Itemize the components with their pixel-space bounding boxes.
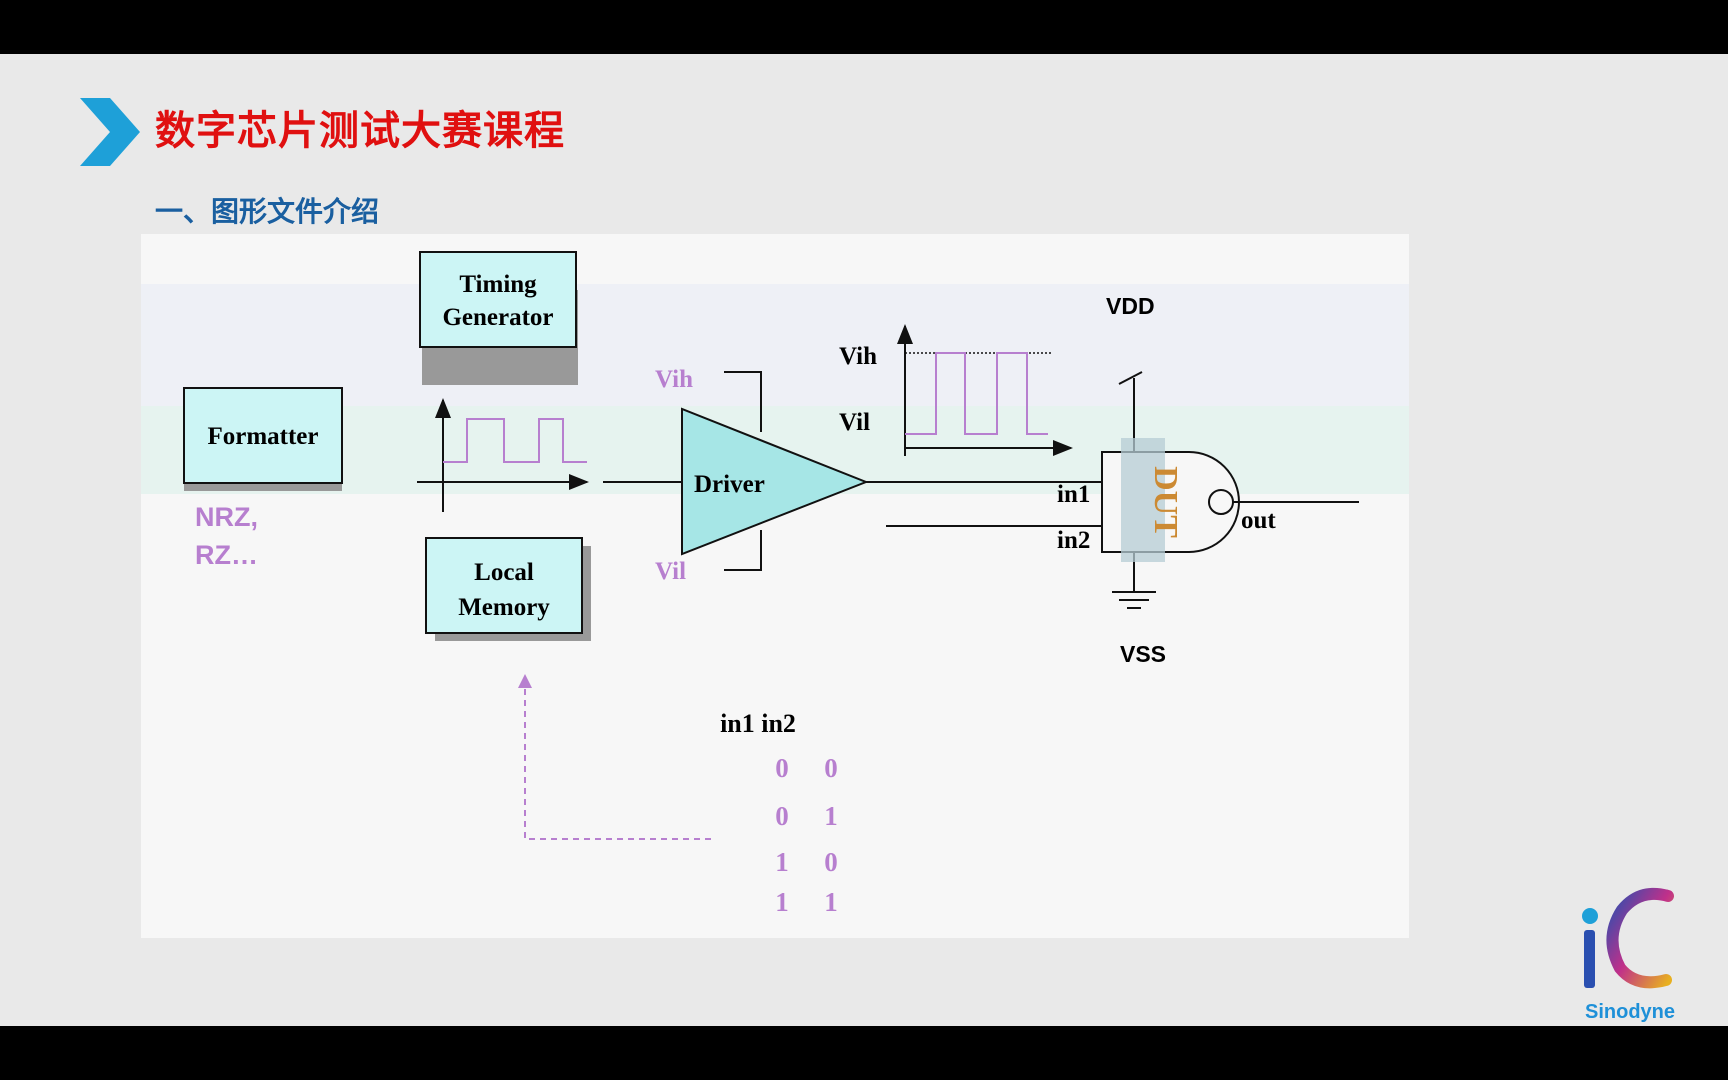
truth-cell: 1: [775, 847, 789, 877]
dut-label: DUT: [1147, 466, 1184, 538]
ground-icon: [1112, 591, 1156, 609]
vss-label: VSS: [1120, 641, 1166, 667]
truth-cell: 1: [824, 801, 838, 831]
background-band: [141, 284, 1409, 406]
vih-left-label: Vih: [655, 366, 693, 393]
slide-title: 数字芯片测试大赛课程: [155, 108, 565, 154]
truth-cell: 1: [775, 887, 789, 917]
logo-text: Sinodyne: [1585, 1001, 1675, 1023]
formatter-block: Formatter: [183, 387, 343, 491]
truth-cell: 1: [824, 887, 838, 917]
vdd-label: VDD: [1106, 293, 1155, 319]
slide-subtitle: 一、图形文件介绍: [155, 195, 380, 228]
arrow-up-icon: [518, 674, 532, 688]
vil-left-label: Vil: [655, 558, 686, 585]
dut-nand-gate: DUT: [1101, 438, 1240, 562]
timing-generator-block: Timing Generator: [419, 251, 578, 385]
ate-diagram: Timing Generator Formatter NRZ, RZ… Loca…: [141, 234, 1409, 938]
driver-output-waveform: [897, 324, 1073, 456]
truth-cell: 0: [775, 801, 789, 831]
timing-label-line1: Timing: [459, 271, 537, 298]
slide: 数字芯片测试大赛课程 一、图形文件介绍 Timing Generator: [0, 54, 1728, 1026]
formatter-label: Formatter: [207, 423, 318, 450]
rz-label: RZ…: [195, 540, 258, 570]
driver-label: Driver: [694, 471, 765, 498]
local-label-line2: Memory: [458, 594, 550, 621]
vil-right-label: Vil: [839, 409, 870, 436]
local-label-line1: Local: [474, 559, 534, 586]
in2-pin-label: in2: [1057, 527, 1090, 554]
truth-cell: 0: [775, 753, 789, 783]
truth-table-header: in1 in2: [720, 709, 796, 738]
truth-table: in1 in2 0 0 0 1 1 0 1 1: [720, 709, 838, 917]
in1-pin-label: in1: [1057, 481, 1090, 508]
out-pin-label: out: [1241, 507, 1276, 534]
driver-triangle: Driver: [681, 407, 869, 556]
truth-cell: 0: [824, 847, 838, 877]
timing-waveform: [417, 398, 589, 512]
local-memory-block: Local Memory: [425, 537, 591, 641]
ic-logo-icon: Sinodyne: [1582, 887, 1675, 1023]
vih-right-label: Vih: [839, 343, 877, 370]
chevron-right-icon: [80, 98, 140, 166]
truth-cell: 0: [824, 753, 838, 783]
timing-label-line2: Generator: [442, 304, 553, 331]
nrz-label: NRZ,: [195, 502, 258, 532]
